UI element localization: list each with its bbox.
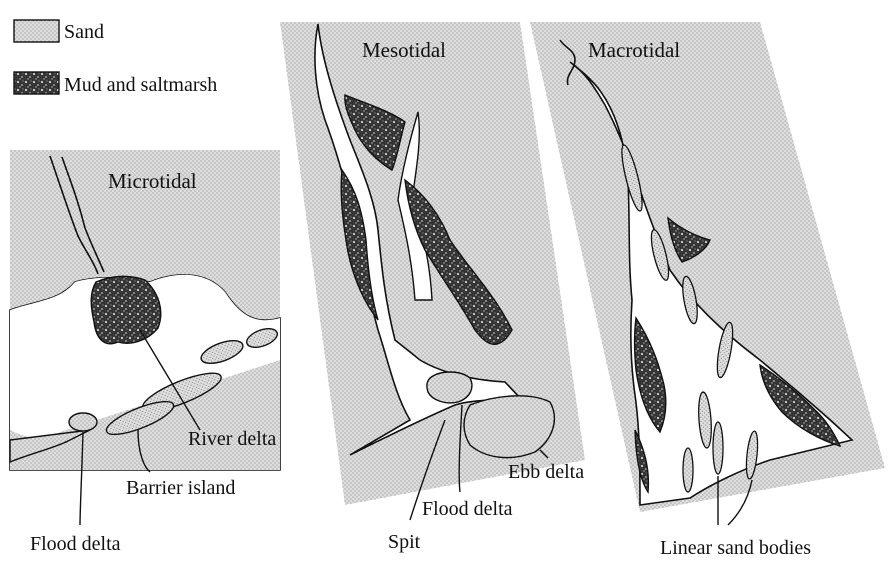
linear-sand-body-5 <box>698 391 712 449</box>
legend-mud-label: Mud and saltmarsh <box>64 74 217 96</box>
microtidal-river-bank <box>49 155 99 275</box>
legend-sand-label: Sand <box>64 21 104 43</box>
microtidal-title: Microtidal <box>108 169 197 193</box>
flood-delta-meso-leader <box>458 404 463 493</box>
microtidal-river <box>61 156 105 273</box>
flood-delta-small <box>68 412 98 432</box>
linear-sand-body-4 <box>716 321 734 379</box>
legend-mud-swatch <box>13 71 60 95</box>
barrier-island-label: Barrier island <box>126 477 235 499</box>
legend: Sand Mud and saltmarsh <box>13 19 217 96</box>
ebb-delta-lobe <box>463 395 555 459</box>
mesotidal-mud-right <box>404 178 513 345</box>
mesotidal-background <box>280 22 585 505</box>
mesotidal-mud-left <box>340 168 379 321</box>
macrotidal-title: Macrotidal <box>588 38 680 62</box>
mesotidal-title: Mesotidal <box>362 38 446 62</box>
macrotidal-river <box>559 39 576 86</box>
linear-sand-body-7 <box>712 421 724 475</box>
flood-delta-micro-label: Flood delta <box>30 533 121 555</box>
linear-sand-body-2 <box>650 229 670 281</box>
ebb-delta-leader <box>539 449 549 459</box>
macrotidal-mud-bottom-left <box>634 429 650 495</box>
river-delta-mud <box>90 275 162 345</box>
legend-sand-swatch <box>13 19 60 43</box>
macrotidal-mud-left <box>633 315 667 434</box>
macrotidal-panel: Macrotidal Linear sand bodies <box>530 22 885 559</box>
linear-sand-body-3 <box>682 275 698 325</box>
barrier-island-1 <box>200 339 244 365</box>
river-delta-label: River delta <box>188 428 276 450</box>
macrotidal-background <box>530 22 885 512</box>
macrotidal-mud-right <box>759 363 842 448</box>
barrier-island-leader <box>137 429 151 473</box>
barrier-island-2 <box>246 328 278 348</box>
barrier-island-4 <box>105 400 175 436</box>
spit-label: Spit <box>388 531 421 553</box>
flood-delta-meso-label: Flood delta <box>422 498 513 520</box>
spit-leader <box>409 419 446 521</box>
flood-delta-micro-leader <box>79 431 84 526</box>
linear-sand-body-8 <box>745 430 759 480</box>
linear-sand-bodies-leader-2 <box>727 479 753 526</box>
linear-sand-body-6 <box>682 447 694 493</box>
mesotidal-panel: Mesotidal Ebb delta Flood delta Spit <box>280 22 585 553</box>
linear-sand-body-1 <box>621 144 643 212</box>
mesotidal-mud-upper <box>344 94 406 172</box>
microtidal-panel: Microtidal River delta Barrier island Fl… <box>9 150 281 555</box>
ebb-delta-label: Ebb delta <box>508 461 584 483</box>
river-delta-leader <box>139 329 201 431</box>
mesotidal-tributary <box>397 111 433 301</box>
macrotidal-mud-upper <box>667 216 711 263</box>
linear-sand-bodies-label: Linear sand bodies <box>660 537 811 559</box>
flood-delta-lobe <box>426 371 473 404</box>
